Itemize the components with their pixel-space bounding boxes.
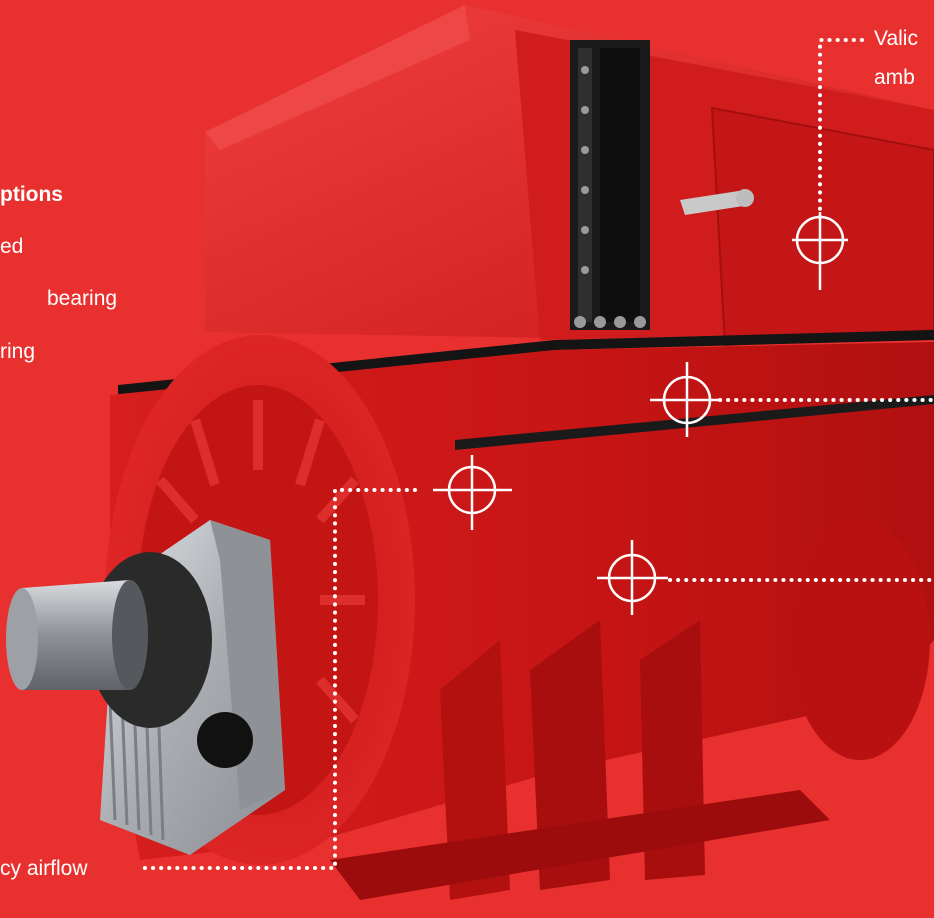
callout-label-top-right-2: amb <box>874 66 915 89</box>
option-item-1: ed <box>0 235 24 258</box>
option-item-2: bearing <box>47 287 118 310</box>
crosshair-target-icon <box>650 362 722 437</box>
motor-shaft <box>22 580 130 690</box>
airflow-label: cy airflow <box>0 857 88 880</box>
callout-lines <box>136 38 934 870</box>
callout-label-top-right-1: Valic <box>874 27 918 50</box>
crosshair-target-icon <box>433 455 512 530</box>
option-item-3: ring <box>0 340 36 363</box>
options-heading: ptions <box>0 183 63 206</box>
crosshair-target-icon <box>792 212 848 290</box>
crosshair-target-icon <box>597 540 668 615</box>
